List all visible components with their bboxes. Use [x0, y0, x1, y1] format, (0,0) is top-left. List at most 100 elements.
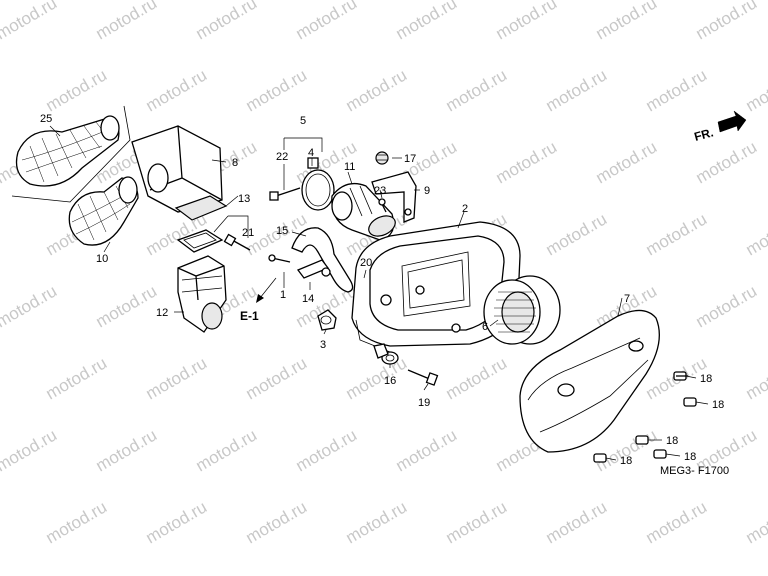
callout-8: 8	[232, 157, 238, 169]
part-7-outer-cover	[519, 309, 660, 453]
callout-23: 23	[374, 185, 386, 197]
part-22-bolt	[269, 187, 301, 201]
part-3-grommet	[317, 309, 337, 331]
part-1-bolt	[268, 254, 291, 263]
part-2-cleaner-case	[351, 221, 527, 353]
callout-25: 25	[40, 113, 52, 125]
part-15-breather-hose	[291, 227, 354, 293]
watermark-text: motod.ru	[743, 65, 768, 115]
watermark-text: motod.ru	[143, 497, 211, 547]
watermark-text: motod.ru	[743, 353, 768, 403]
watermark-text: motod.ru	[143, 353, 211, 403]
watermark-text: motod.ru	[93, 0, 161, 43]
watermark-text: motod.ru	[393, 425, 461, 475]
diagram-code: MEG3- F1700	[660, 465, 729, 477]
watermark-text: motod.ru	[343, 65, 411, 115]
watermark-text: motod.ru	[193, 0, 261, 43]
watermark-text: motod.ru	[93, 281, 161, 331]
watermark-text: motod.ru	[43, 497, 111, 547]
reference-label: E-1	[240, 309, 259, 323]
reference-arrow	[256, 277, 277, 303]
watermark-text: motod.ru	[393, 0, 461, 43]
front-direction-label: FR.	[693, 125, 715, 144]
part-25-mesh-sleeve	[15, 115, 120, 187]
watermark-text: motod.ru	[243, 65, 311, 115]
watermark-text: motod.ru	[43, 353, 111, 403]
watermark-text: motod.ru	[543, 209, 611, 259]
watermark-text: motod.ru	[693, 281, 761, 331]
watermark-text: motod.ru	[443, 353, 511, 403]
part-8-airbox-cover	[131, 125, 228, 221]
callout-13: 13	[238, 193, 250, 205]
watermark-text: motod.ru	[93, 425, 161, 475]
callout-15: 15	[276, 225, 288, 237]
part-23-screw	[378, 198, 387, 213]
watermark-text: motod.ru	[43, 65, 111, 115]
callout-18d: 18	[684, 451, 696, 463]
part-12-intake-joint	[177, 255, 227, 333]
callout-9: 9	[424, 185, 430, 197]
watermark-text: motod.ru	[243, 497, 311, 547]
watermark-text: motod.ru	[743, 497, 768, 547]
watermark-text: motod.ru	[743, 209, 768, 259]
callout-16: 16	[384, 375, 396, 387]
part-13-seal	[176, 229, 224, 253]
part-19-bolt	[407, 369, 439, 386]
watermark-text: motod.ru	[443, 65, 511, 115]
part-11-connecting-tube	[331, 182, 396, 241]
callout-22: 22	[276, 151, 288, 163]
callout-2: 2	[462, 203, 468, 215]
watermark-text: motod.ru	[493, 0, 561, 43]
callout-4: 4	[308, 147, 314, 159]
part-14-fitting	[296, 259, 331, 279]
part-10-mesh-duct	[68, 176, 139, 246]
watermark-text: motod.ru	[0, 281, 60, 331]
watermark-text: motod.ru	[543, 497, 611, 547]
front-direction-arrow	[717, 110, 747, 133]
callout-1: 1	[280, 289, 286, 301]
callout-10: 10	[96, 253, 108, 265]
watermark-text: motod.ru	[0, 0, 60, 43]
callout-20: 20	[360, 257, 372, 269]
frame-border-line	[11, 105, 131, 203]
part-16-collar	[373, 343, 399, 365]
watermark-text: motod.ru	[293, 425, 361, 475]
watermark-text: motod.ru	[343, 497, 411, 547]
watermark-text: motod.ru	[0, 425, 60, 475]
watermark-text: motod.ru	[693, 137, 761, 187]
watermark-text: motod.ru	[643, 65, 711, 115]
callout-labels: 25 8 13 21 10 12 5 22 4 11 17 9 23 2 15 …	[40, 113, 724, 467]
callout-18e: 18	[620, 455, 632, 467]
watermark-text: motod.ru	[643, 497, 711, 547]
callout-19: 19	[418, 397, 430, 409]
watermark-text: motod.ru	[443, 497, 511, 547]
leader-lines	[49, 125, 709, 461]
part-6-filter-element	[483, 275, 561, 345]
callout-17: 17	[404, 153, 416, 165]
watermark-text: motod.ru	[643, 209, 711, 259]
watermark-text: motod.ru	[493, 137, 561, 187]
callout-6: 6	[482, 321, 488, 333]
part-17-nut	[375, 151, 389, 165]
watermark-text: motod.ru	[143, 65, 211, 115]
part-4-band-clamp	[301, 157, 335, 211]
callout-14: 14	[302, 293, 314, 305]
callout-18a: 18	[700, 373, 712, 385]
callout-11: 11	[344, 161, 355, 173]
callout-21: 21	[242, 227, 254, 239]
callout-7: 7	[624, 293, 630, 305]
watermark-text: motod.ru	[193, 425, 261, 475]
watermark-text: motod.ru	[343, 353, 411, 403]
callout-18c: 18	[666, 435, 678, 447]
watermark-text: motod.ru	[593, 0, 661, 43]
watermark-text: motod.ru	[593, 137, 661, 187]
watermark-text: motod.ru	[293, 0, 361, 43]
watermark-text: motod.ru	[693, 0, 761, 43]
part-21-bolt	[223, 233, 251, 251]
watermark-text: motod.ru	[543, 65, 611, 115]
callout-3: 3	[320, 339, 326, 351]
callout-18b: 18	[712, 399, 724, 411]
callout-5: 5	[300, 115, 306, 127]
